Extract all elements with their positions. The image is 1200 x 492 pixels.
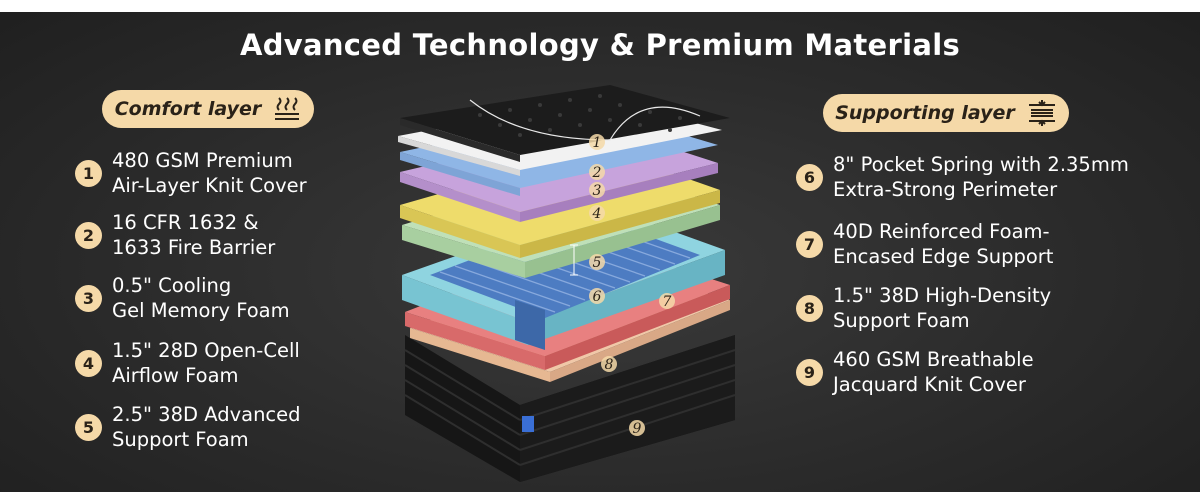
feature-text: 460 GSM Breathable Jacquard Knit Cover xyxy=(833,348,1034,396)
feature-8: 8 1.5" 38D High-Density Support Foam xyxy=(796,283,1051,333)
feature-text: 8" Pocket Spring with 2.35mm Extra-Stron… xyxy=(833,153,1129,201)
control-panel xyxy=(522,416,534,432)
feature-number: 9 xyxy=(796,358,823,386)
feature-text: 16 CFR 1632 & 1633 Fire Barrier xyxy=(112,211,276,259)
diagram-label-6: 6 xyxy=(593,289,602,305)
feature-5: 5 2.5" 38D Advanced Support Foam xyxy=(75,402,301,452)
knit-cover xyxy=(400,85,730,155)
feature-number: 4 xyxy=(75,349,102,377)
feature-3: 3 0.5" Cooling Gel Memory Foam xyxy=(75,273,290,323)
feature-number: 1 xyxy=(75,159,102,187)
supporting-layer-label: Supporting layer xyxy=(835,102,1015,124)
comfort-layer-label: Comfort layer xyxy=(114,98,262,120)
feature-7: 7 40D Reinforced Foam- Encased Edge Supp… xyxy=(796,219,1053,269)
feature-number: 6 xyxy=(796,163,823,191)
bracket-marker xyxy=(570,244,578,276)
top-white-strip xyxy=(0,0,1200,12)
diagram-label-4: 4 xyxy=(592,206,602,222)
diagram-label-2: 2 xyxy=(592,165,602,181)
feature-number: 8 xyxy=(796,294,823,322)
page-title: Advanced Technology & Premium Materials xyxy=(239,28,961,62)
feature-4: 4 1.5" 28D Open-Cell Airflow Foam xyxy=(75,338,300,388)
feature-9: 9 460 GSM Breathable Jacquard Knit Cover xyxy=(796,347,1034,397)
feature-6: 6 8" Pocket Spring with 2.35mm Extra-Str… xyxy=(796,152,1129,202)
feature-number: 3 xyxy=(75,284,102,312)
comfort-layer-badge: Comfort layer xyxy=(102,90,314,128)
feature-number: 5 xyxy=(75,413,102,441)
diagram-label-9: 9 xyxy=(633,421,642,437)
diagram-label-7: 7 xyxy=(663,294,672,310)
feature-2: 2 16 CFR 1632 & 1633 Fire Barrier xyxy=(75,210,275,260)
heat-waves-icon xyxy=(275,97,300,120)
feature-text: 1.5" 28D Open-Cell Airflow Foam xyxy=(112,339,300,387)
diagram-label-8: 8 xyxy=(605,357,614,373)
supporting-layer-badge: Supporting layer xyxy=(823,94,1069,132)
feature-number: 2 xyxy=(75,221,102,249)
feature-text: 480 GSM Premium Air-Layer Knit Cover xyxy=(112,149,307,197)
feature-number: 7 xyxy=(796,230,823,258)
diagram-label-3: 3 xyxy=(593,183,602,199)
mattress-base xyxy=(404,335,736,482)
diagram-label-1: 1 xyxy=(593,135,602,151)
feature-text: 0.5" Cooling Gel Memory Foam xyxy=(112,274,290,322)
feature-1: 1 480 GSM Premium Air-Layer Knit Cover xyxy=(75,148,307,198)
feature-text: 1.5" 38D High-Density Support Foam xyxy=(833,284,1052,332)
feature-text: 40D Reinforced Foam- Encased Edge Suppor… xyxy=(833,220,1054,268)
compression-icon xyxy=(1028,100,1055,126)
feature-text: 2.5" 38D Advanced Support Foam xyxy=(112,403,301,451)
diagram-label-5: 5 xyxy=(593,255,602,271)
